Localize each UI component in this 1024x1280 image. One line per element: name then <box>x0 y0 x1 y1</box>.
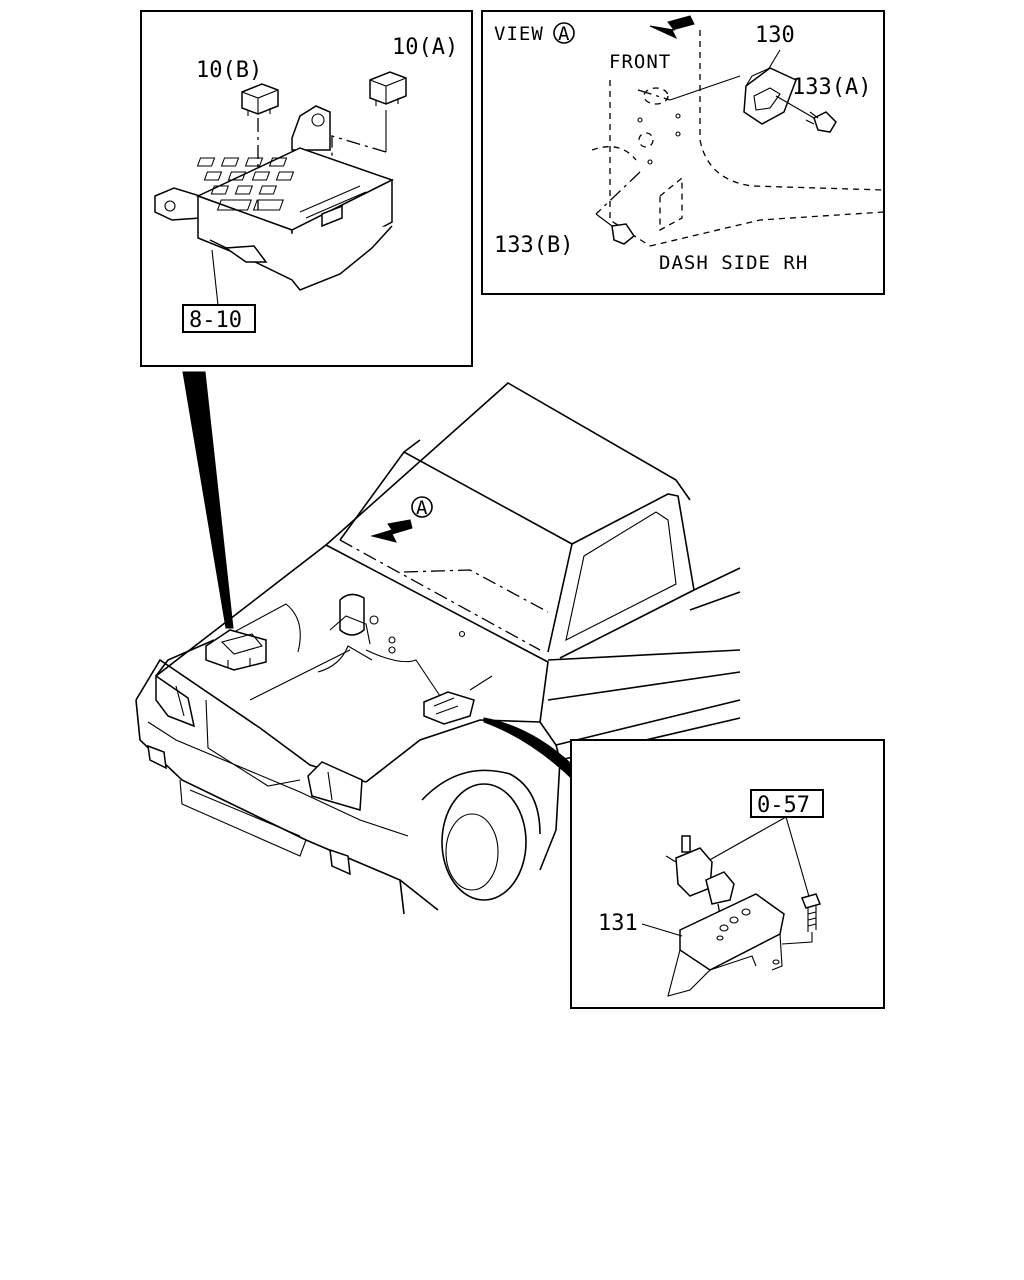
bracket-plate-drawing <box>667 893 785 997</box>
view-a-frame <box>481 10 885 295</box>
engine-bay-components <box>205 593 493 725</box>
part-130-drawing <box>743 49 797 125</box>
bracket-frame <box>570 739 885 1009</box>
truck-view-marker-circle <box>411 496 433 518</box>
fuse-box-drawing <box>154 105 394 291</box>
fuse-box-panel: 10(B) 10(A) <box>140 10 473 367</box>
part-133a-label: 133(A) <box>792 75 871 100</box>
part-133a-drawing <box>775 95 837 133</box>
bracket-ref-label: 0-57 <box>757 793 810 818</box>
fuse-box-ref-label: 8-10 <box>189 308 242 333</box>
valve-drawing <box>665 835 735 927</box>
view-a-arrow-icon <box>370 519 413 543</box>
truck-view-marker: A <box>416 497 428 519</box>
truck-drawing: A <box>135 371 741 915</box>
part-133b-drawing <box>595 213 636 245</box>
bracket-panel: 0-57 131 <box>570 739 885 1009</box>
front-label: FRONT <box>609 51 671 73</box>
part-131-label: 131 <box>598 911 638 936</box>
relay-a-label: 10(A) <box>392 35 458 60</box>
relay-b-label: 10(B) <box>196 58 262 83</box>
relay-b-drawing <box>241 83 279 200</box>
part-130-label: 130 <box>755 23 795 48</box>
view-a-marker-circle <box>553 22 575 44</box>
dash-side-label: DASH SIDE RH <box>659 252 808 274</box>
fuse-box-pointer <box>182 371 234 629</box>
fuse-box-ref-frame <box>182 304 256 333</box>
view-a-marker: A <box>558 23 570 45</box>
view-a-title: VIEW <box>494 23 544 45</box>
view-a-leader-line <box>669 75 741 101</box>
bolt-drawing <box>781 893 822 945</box>
part-133b-label: 133(B) <box>494 233 573 258</box>
front-arrow-icon <box>649 15 695 40</box>
view-a-panel: VIEW A FRONT 130 <box>481 10 885 295</box>
relay-a-drawing <box>331 71 407 158</box>
bracket-ref-frame <box>750 789 824 818</box>
dash-panel-drawing <box>591 30 885 247</box>
